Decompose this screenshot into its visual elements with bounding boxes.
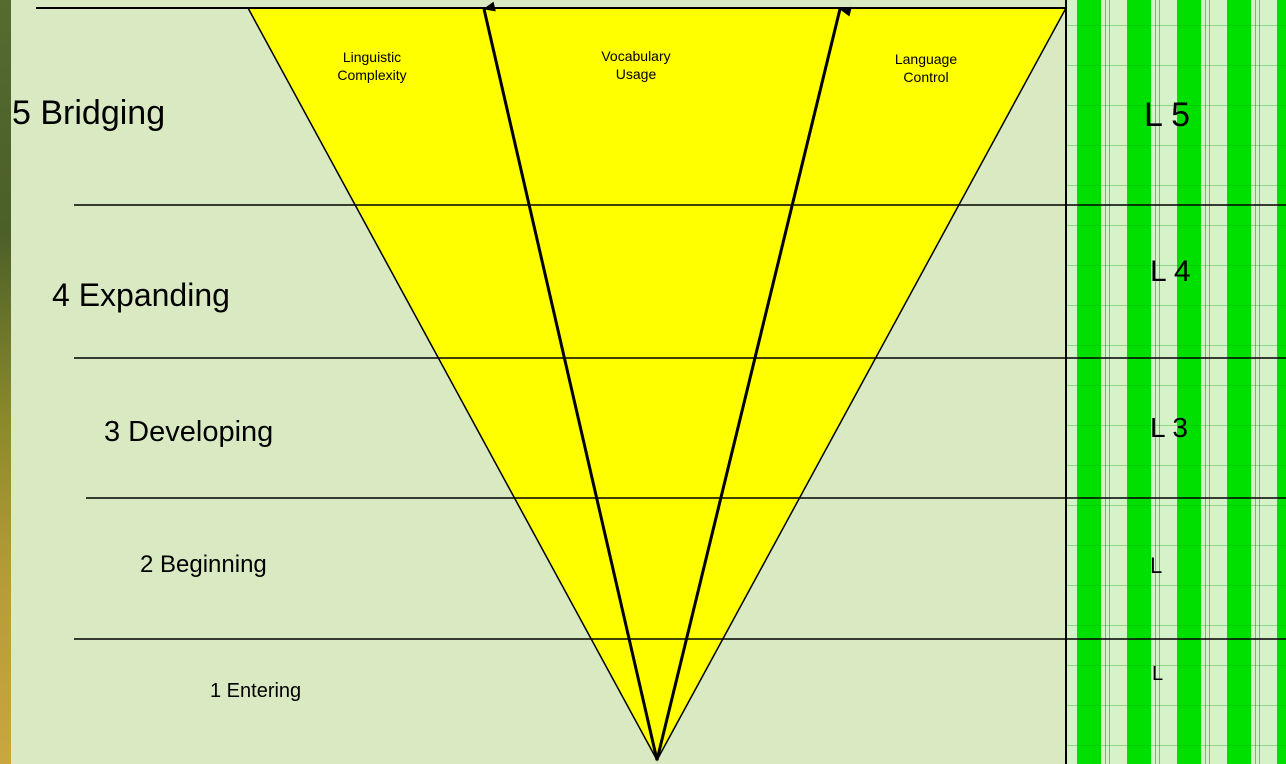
green-pattern-grid bbox=[1067, 0, 1286, 764]
level-label-3: 3 Developing bbox=[104, 416, 274, 448]
arrow-left bbox=[482, 1, 659, 761]
dimension-label-line: Complexity bbox=[337, 67, 407, 83]
dimension-label-linguistic-complexity: Linguistic Complexity bbox=[302, 48, 442, 84]
dimension-label-line: Vocabulary bbox=[601, 48, 671, 64]
arrow-right bbox=[655, 6, 852, 761]
dimension-label-language-control: Language Control bbox=[856, 50, 996, 86]
dimension-label-line: Control bbox=[903, 69, 949, 85]
dimension-label-line: Language bbox=[894, 51, 958, 67]
level-label-4: 4 Expanding bbox=[52, 277, 230, 313]
background-photo-strip bbox=[0, 0, 11, 764]
right-level-label-3: L 3 bbox=[1150, 412, 1188, 443]
right-level-label-5: L 5 bbox=[1144, 96, 1191, 134]
level-label-5: 5 Bridging bbox=[12, 94, 166, 132]
right-level-label-4: L 4 bbox=[1150, 255, 1191, 288]
level-label-2: 2 Beginning bbox=[140, 551, 267, 578]
dimension-label-line: Usage bbox=[615, 66, 657, 82]
panel-right-border bbox=[1065, 0, 1067, 764]
dimension-label-line: Linguistic bbox=[342, 49, 402, 65]
level-label-1: 1 Entering bbox=[210, 680, 302, 702]
inverted-triangle bbox=[246, 7, 1068, 762]
right-level-label-1: L bbox=[1152, 663, 1164, 685]
right-level-label-2: L bbox=[1150, 553, 1163, 578]
dimension-label-vocabulary-usage: Vocabulary Usage bbox=[566, 47, 706, 83]
